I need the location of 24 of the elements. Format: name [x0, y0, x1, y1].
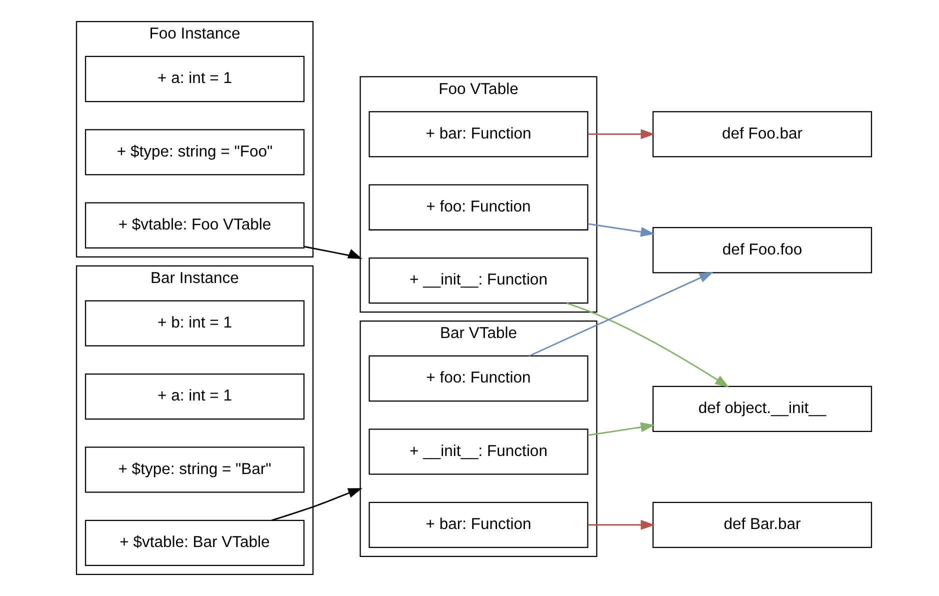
node-box: def Bar.bar	[652, 502, 872, 548]
node-box: + a: int = 1	[84, 56, 305, 102]
node-box: def Foo.foo	[652, 227, 872, 274]
node-box: + $vtable: Foo VTable	[84, 202, 305, 248]
arrow	[271, 488, 362, 522]
arrow	[529, 272, 714, 357]
node-box: + $type: string = "Bar"	[84, 446, 305, 493]
node-box: + __init__: Function	[368, 257, 588, 304]
node-box: + a: int = 1	[84, 373, 305, 420]
node-box: + b: int = 1	[84, 300, 305, 346]
node-box: + __init__: Function	[368, 428, 588, 475]
node-box: + foo: Function	[368, 184, 588, 230]
node-box: + $vtable: Bar VTable	[84, 520, 305, 566]
node-box: def object.__init__	[652, 386, 872, 432]
node-box: def Foo.bar	[652, 111, 872, 158]
arrow	[588, 520, 655, 530]
node-box: + bar: Function	[368, 502, 588, 548]
node-box: + $type: string = "Foo"	[84, 129, 305, 176]
arrow	[588, 223, 655, 237]
node-box: + foo: Function	[368, 355, 588, 402]
arrow	[588, 129, 655, 140]
arrow	[304, 246, 362, 260]
node-box: + bar: Function	[368, 111, 588, 158]
arrow	[588, 422, 655, 436]
